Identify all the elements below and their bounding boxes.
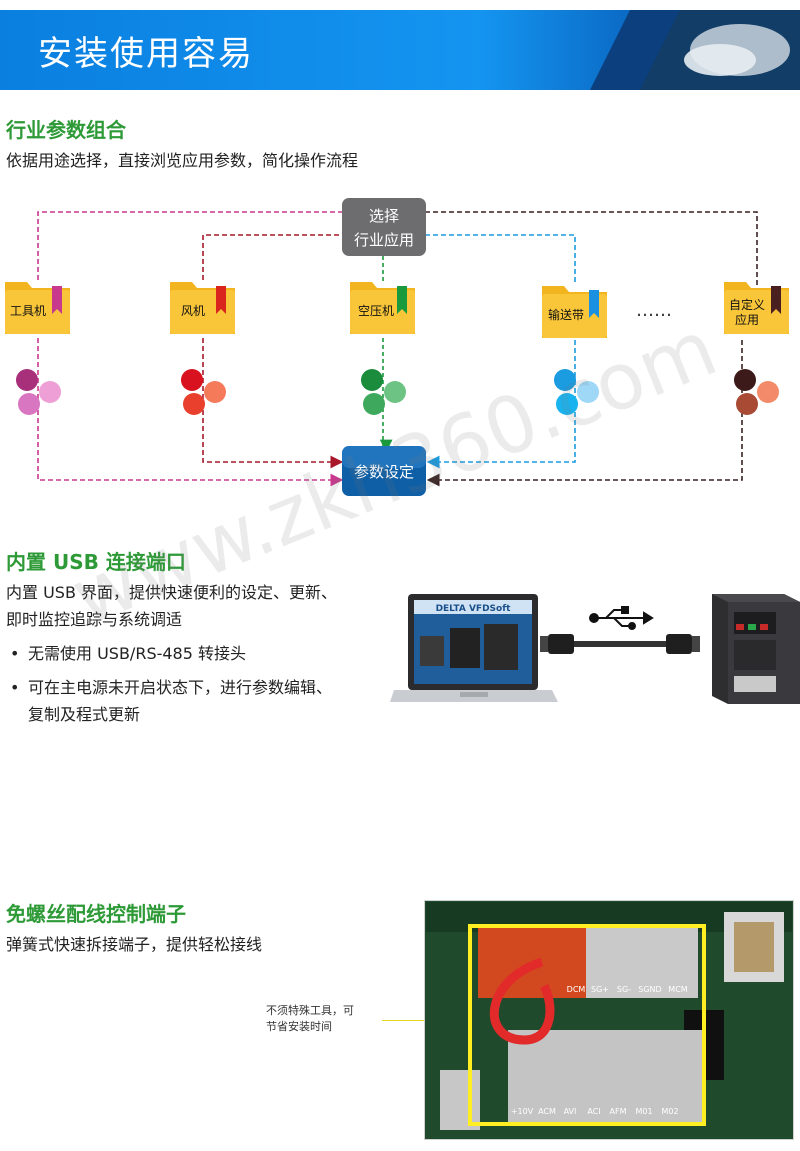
folder-label-custom-2: 应用 — [735, 312, 759, 327]
usb-bullet-1-text: 无需使用 USB/RS-485 转接头 — [28, 644, 246, 663]
callout-line1: 不须特殊工具，可 — [266, 1004, 354, 1017]
terminal-label-top-2: SG- — [617, 985, 631, 994]
terminal-label-bottom-3: ACI — [587, 1107, 600, 1116]
terminal-label-top-3: SGND — [638, 985, 661, 994]
folder-label-compressor: 空压机 — [358, 304, 394, 318]
dots-compressor — [361, 369, 406, 415]
usb-bullet-2-line1: 可在主电源未开启状态下，进行参数编辑、 — [28, 678, 333, 697]
dots-fan — [181, 369, 226, 415]
link-custom-top — [425, 211, 758, 285]
terminal-labels-top: DCM SG+ SG- SGND MCM — [567, 985, 688, 994]
param-node-label: 参数设定 — [354, 463, 414, 481]
select-node-line1: 选择 — [369, 207, 399, 225]
section-title-usb: 内置 USB 连接端口 — [6, 550, 186, 574]
ellipsis-text: …… — [636, 300, 672, 321]
callout-text: 不须特殊工具，可 节省安装时间 — [266, 1003, 354, 1035]
param-setting-node: 参数设定 — [342, 446, 426, 496]
usb-bullet-2-line2: 复制及程式更新 — [28, 705, 141, 724]
industry-flow-diagram: 选择 行业应用 参数设定 工具机 风机 空压机 输送带 自定义 应用 — [5, 198, 789, 496]
terminal-label-top-1: SG+ — [591, 985, 609, 994]
terminal-label-bottom-5: M01 — [635, 1107, 652, 1116]
section-desc-industry-params: 依据用途选择，直接浏览应用参数，简化操作流程 — [6, 151, 359, 170]
usb-bullet-2: •可在主电源未开启状态下，进行参数编辑、 — [10, 678, 333, 697]
select-industry-node: 选择 行业应用 — [342, 198, 426, 256]
link-toolmachine-top — [37, 211, 342, 280]
banner-title: 安装使用容易 — [38, 34, 254, 74]
folder-compressor-icon: 空压机 — [350, 282, 415, 334]
folder-label-custom-1: 自定义 — [729, 297, 765, 312]
usb-cable-image — [540, 634, 700, 654]
callout-line2: 节省安装时间 — [266, 1020, 332, 1033]
terminal-label-bottom-0: +10V — [511, 1107, 534, 1116]
section-title-terminals: 免螺丝配线控制端子 — [6, 902, 186, 926]
usb-desc-line2: 即时监控追踪与系统调适 — [6, 610, 183, 629]
usb-bullet-2-cont: 复制及程式更新 — [28, 702, 140, 728]
folder-label-fan: 风机 — [181, 304, 205, 318]
dots-custom — [734, 369, 779, 415]
link-custom-bottom — [426, 340, 743, 487]
folder-toolmachine-icon: 工具机 — [5, 282, 70, 334]
terminal-label-bottom-2: AVI — [564, 1107, 577, 1116]
terminal-label-bottom-4: AFM — [610, 1107, 627, 1116]
folder-fan-icon: 风机 — [170, 282, 235, 334]
software-label: DELTA VFDSoft — [436, 604, 512, 614]
terminal-block-photo: DCM SG+ SG- SGND MCM +10V ACM AVI ACI AF… — [424, 900, 794, 1140]
dots-toolmachine — [16, 369, 61, 415]
link-fan-bottom — [202, 338, 344, 469]
usb-connection-figure: DELTA VFDSoft — [390, 594, 800, 704]
terminal-desc: 弹簧式快速拆接端子，提供轻松接线 — [6, 935, 263, 954]
terminal-labels-bottom: +10V ACM AVI ACI AFM M01 M02 — [511, 1107, 679, 1116]
terminal-label-bottom-6: M02 — [661, 1107, 678, 1116]
folder-label-conveyor: 输送带 — [548, 307, 584, 322]
folder-label-toolmachine: 工具机 — [10, 304, 46, 318]
select-node-line2: 行业应用 — [354, 231, 414, 249]
dots-conveyor — [554, 369, 599, 415]
section-title-industry-params: 行业参数组合 — [6, 118, 126, 142]
link-fan-top — [202, 234, 342, 280]
terminal-label-top-4: MCM — [668, 985, 687, 994]
link-conveyor-top — [425, 234, 576, 285]
terminal-label-bottom-1: ACM — [538, 1107, 556, 1116]
header-banner: 安装使用容易 — [0, 10, 800, 90]
laptop-image: DELTA VFDSoft — [390, 594, 558, 702]
usb-desc-line1: 内置 USB 界面，提供快速便利的设定、更新、 — [6, 583, 338, 602]
folder-conveyor-icon: 输送带 — [542, 286, 607, 338]
usb-bullet-1: •无需使用 USB/RS-485 转接头 — [10, 644, 246, 663]
vfd-drive-image — [712, 594, 800, 704]
folder-custom-icon: 自定义 应用 — [724, 282, 789, 334]
hand-touch-image — [590, 10, 800, 90]
highlight-frame — [468, 924, 706, 1126]
usb-symbol-icon — [589, 606, 654, 630]
terminal-label-top-0: DCM — [567, 985, 586, 994]
